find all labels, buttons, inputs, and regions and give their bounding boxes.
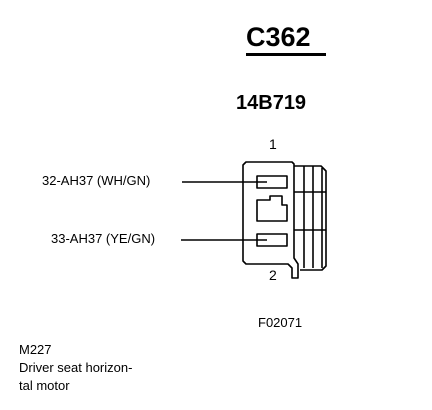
component-info: M227 Driver seat horizon- tal motor — [19, 341, 132, 395]
connector-rear-section — [294, 165, 327, 271]
pin-1-cavity — [256, 175, 288, 189]
pin-1-circuit-label: 32-AH37 (WH/GN) — [42, 173, 151, 188]
connector-latch — [256, 195, 288, 222]
component-description-line-1: Driver seat horizon- — [19, 360, 133, 375]
figure-code: F02071 — [258, 315, 303, 330]
pin-2-cavity — [256, 233, 288, 247]
pin-2-number: 2 — [269, 267, 277, 283]
connector-part-number: 14B719 — [236, 92, 307, 114]
connector-id-underline — [246, 53, 326, 56]
component-description-line-2: tal motor — [19, 378, 70, 393]
component-code: M227 — [19, 342, 52, 357]
pin-1-number: 1 — [269, 136, 277, 152]
pin-2-circuit-label: 33-AH37 (YE/GN) — [51, 231, 156, 246]
connector-housing — [242, 161, 299, 279]
connector-id: C362 — [246, 22, 311, 52]
